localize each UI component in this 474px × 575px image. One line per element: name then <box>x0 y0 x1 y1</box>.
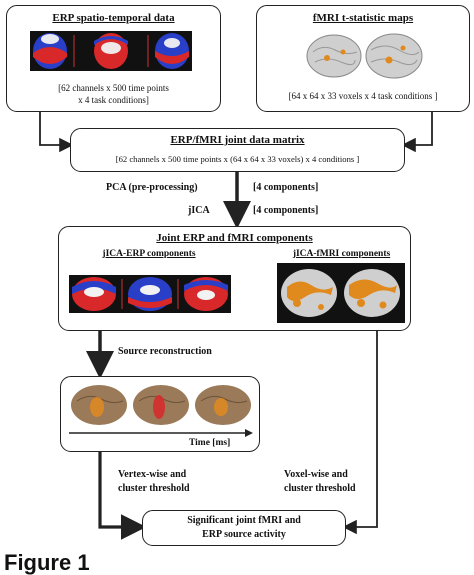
result-line-2: ERP source activity <box>202 529 286 540</box>
erp-to-matrix-arrow <box>39 112 74 153</box>
joint-matrix-title: ERP/fMRI joint data matrix <box>170 134 305 146</box>
jica-topo-1 <box>72 277 116 311</box>
erp-data-box: ERP spatio-temporal data [62 channels x … <box>6 5 221 112</box>
pca-components-label: [4 components] <box>253 182 319 193</box>
vertex-threshold-label-1: Vertex-wise and <box>118 469 187 480</box>
fmri-maps-title: fMRI t-statistic maps <box>312 12 414 24</box>
jica-label: jICA <box>188 205 210 216</box>
time-axis-label: Time [ms] <box>189 438 231 448</box>
cortex-frame-2 <box>133 385 189 425</box>
source-cortex-images <box>71 385 251 425</box>
vertex-threshold-label-2: cluster threshold <box>118 483 190 494</box>
joint-components-title: Joint ERP and fMRI components <box>156 232 313 244</box>
jica-fmri-brains <box>277 263 405 323</box>
figure-caption: Figure 1 <box>4 550 90 575</box>
voxel-threshold-label-2: cluster threshold <box>284 483 356 494</box>
fmri-components-to-result-arrow <box>342 331 378 535</box>
brain-right-view <box>365 33 423 79</box>
cortex-frame-3 <box>195 385 251 425</box>
source-to-result-arrow <box>98 452 147 540</box>
cortex-frame-1 <box>71 385 127 425</box>
erp-data-title: ERP spatio-temporal data <box>52 12 175 24</box>
jica-topo-2 <box>128 277 172 311</box>
erp-data-note-2: x 4 task conditions] <box>78 95 149 105</box>
jica-brain-right <box>344 269 400 317</box>
fmri-maps-note: [64 x 64 x 33 voxels x 4 task conditions… <box>288 91 438 101</box>
jica-erp-components-label: jICA-ERP components <box>102 249 196 259</box>
time-axis <box>69 429 253 437</box>
jica-components-label: [4 components] <box>253 205 319 216</box>
topo-map-2 <box>94 33 128 69</box>
result-box: Significant joint fMRI and ERP source ac… <box>142 510 346 546</box>
jica-fmri-components-label: jICA-fMRI components <box>292 249 391 259</box>
joint-matrix-note: [62 channels x 500 time points x (64 x 6… <box>115 154 360 164</box>
jica-erp-topographies <box>69 275 231 313</box>
jica-topo-3 <box>184 277 228 311</box>
pca-label: PCA (pre-processing) <box>106 182 198 193</box>
voxel-threshold-label-1: Voxel-wise and <box>284 469 348 480</box>
fmri-brain-images <box>306 33 423 79</box>
result-line-1: Significant joint fMRI and <box>187 515 301 526</box>
brain-left-view <box>306 34 362 78</box>
erp-data-note-1: [62 channels x 500 time points <box>58 83 169 93</box>
joint-components-box: Joint ERP and fMRI components jICA-ERP c… <box>58 226 411 331</box>
source-reconstruction-box: Time [ms] <box>60 376 260 452</box>
topo-map-3 <box>155 33 189 69</box>
jica-brain-left <box>281 269 337 317</box>
fmri-to-matrix-arrow <box>401 112 433 153</box>
source-reconstruction-label: Source reconstruction <box>118 346 212 357</box>
fmri-maps-box: fMRI t-statistic maps [64 x 64 x 33 voxe… <box>256 5 470 112</box>
joint-matrix-box: ERP/fMRI joint data matrix [62 channels … <box>70 128 405 172</box>
erp-topography-strip <box>30 31 192 71</box>
topo-map-1 <box>33 33 67 69</box>
